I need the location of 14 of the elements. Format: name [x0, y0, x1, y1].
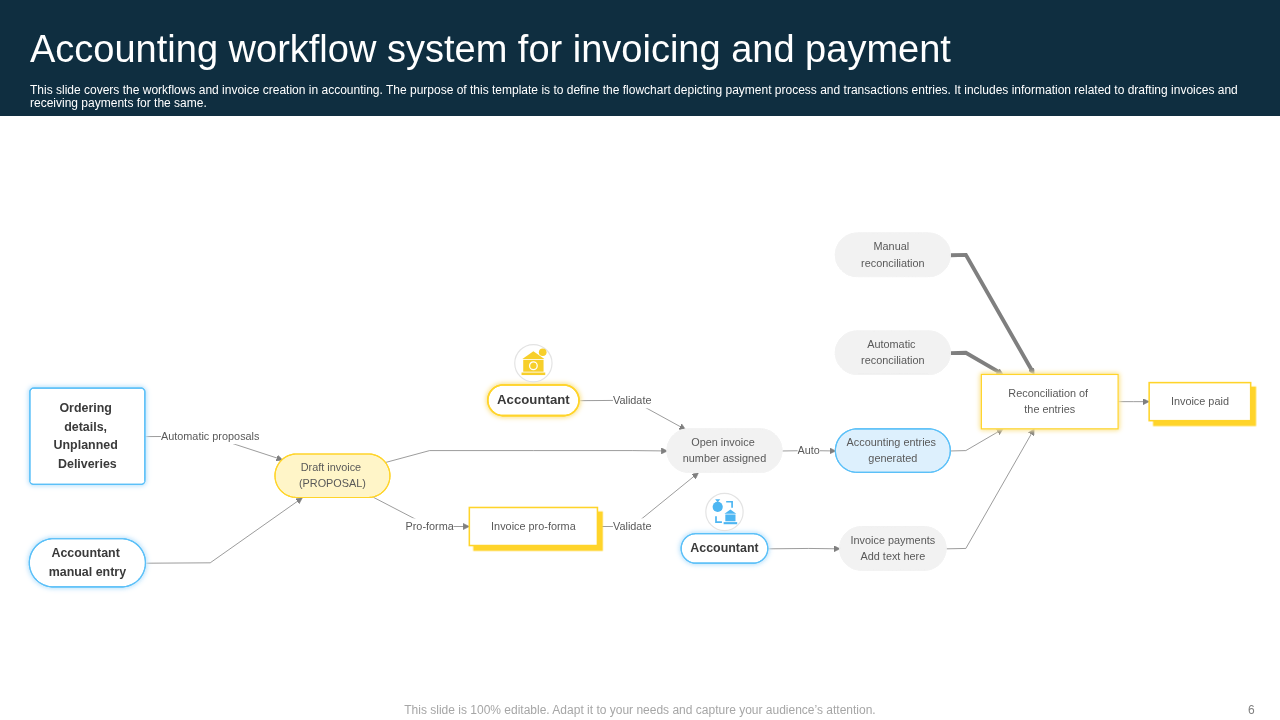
- arrow: [950, 350, 1004, 375]
- node-box: Invoice paid: [1148, 381, 1252, 422]
- node-box: Invoice pro-forma: [468, 506, 599, 547]
- page-number: 6: [1248, 703, 1255, 717]
- edge-label: Validate: [612, 519, 652, 533]
- footer-note: This slide is 100% editable. Adapt it to your needs and capture your audience’s attention.: [403, 703, 877, 717]
- edge-label: Auto: [797, 443, 820, 457]
- edge-label: Pro-forma: [405, 519, 454, 533]
- slide-title: Accounting workflow system for invoicing and payment: [30, 27, 951, 72]
- arrow: [950, 252, 1035, 375]
- edge-label: Automatic proposals: [160, 429, 260, 443]
- edge-label: Validate: [612, 393, 652, 407]
- slide-subtitle: This slide covers the workflows and invoice creation in accounting. The purpose of this template is to define the flowchart depicting payment process and transactions entries. It includes information related to drafting invoices and receiving payments for the same.: [30, 84, 1239, 110]
- node-box: Reconciliation of the entries: [980, 373, 1119, 430]
